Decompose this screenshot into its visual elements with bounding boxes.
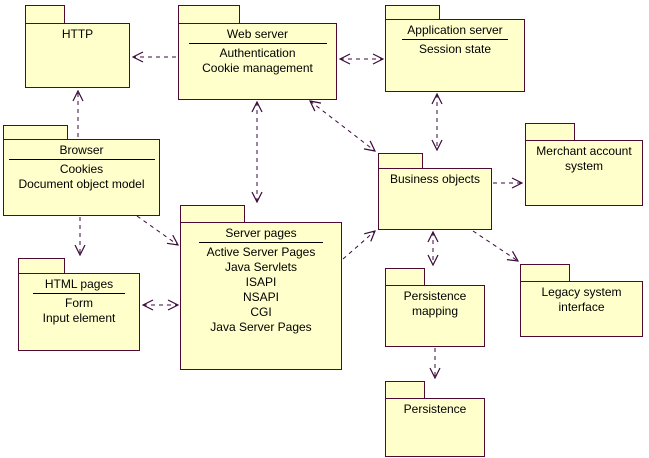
package-web-server-tab xyxy=(178,5,240,23)
package-html-pages-title: HTML pages xyxy=(44,277,114,291)
package-legacy-system-interface[interactable]: Legacy system interface xyxy=(520,264,643,337)
package-server-pages-contents: Active Server Pages Java Servlets ISAPI … xyxy=(181,245,341,335)
package-web-server-contents: Authentication Cookie management xyxy=(179,46,336,76)
package-item: Java Server Pages xyxy=(210,320,312,334)
package-item: Java Servlets xyxy=(224,260,298,274)
package-browser-tab xyxy=(3,125,68,139)
package-persistence-title: Persistence xyxy=(403,402,467,416)
package-merchant-account-system[interactable]: Merchant account system xyxy=(525,123,643,206)
name-separator xyxy=(402,39,508,40)
name-separator xyxy=(199,242,323,243)
package-server-pages[interactable]: Server pages Active Server Pages Java Se… xyxy=(180,205,342,370)
package-http-tab xyxy=(25,5,65,23)
package-legacy-system-interface-tab xyxy=(520,264,570,281)
package-application-server-title: Application server xyxy=(407,23,503,37)
package-html-pages[interactable]: HTML pages Form Input element xyxy=(18,258,140,351)
package-persistence-tab xyxy=(385,381,425,398)
package-server-pages-title: Server pages xyxy=(225,226,297,240)
package-item: NSAPI xyxy=(242,290,279,304)
package-item: CGI xyxy=(250,305,272,319)
name-separator xyxy=(8,159,155,160)
package-merchant-account-system-title: Merchant account system xyxy=(536,144,632,173)
dependency-serverpages-to-businessobjects[interactable] xyxy=(342,231,375,260)
package-application-server-contents: Session state xyxy=(386,42,524,57)
package-persistence[interactable]: Persistence xyxy=(385,381,485,457)
package-item: Session state xyxy=(418,42,492,56)
package-business-objects-title: Business objects xyxy=(389,172,481,186)
package-merchant-account-system-tab xyxy=(525,123,575,140)
package-application-server-tab xyxy=(385,5,440,19)
dependency-webserver-businessobjects[interactable] xyxy=(310,101,375,151)
package-item: Cookie management xyxy=(202,61,313,75)
package-business-objects-tab xyxy=(378,153,423,168)
package-item: Active Server Pages xyxy=(206,245,316,259)
dependency-businessobjects-to-legacy[interactable] xyxy=(472,230,518,261)
package-item: Authentication xyxy=(219,46,296,60)
package-html-pages-tab xyxy=(18,258,65,273)
package-item: Cookies xyxy=(59,162,104,176)
package-server-pages-tab xyxy=(180,205,245,222)
package-application-server[interactable]: Application server Session state xyxy=(385,5,525,92)
package-persistence-mapping-title: Persistence mapping xyxy=(403,289,467,318)
package-browser[interactable]: Browser Cookies Document object model xyxy=(3,125,160,216)
package-http-title: HTTP xyxy=(61,27,94,41)
package-item: Input element xyxy=(42,311,116,325)
package-persistence-mapping-tab xyxy=(385,268,425,285)
name-separator xyxy=(33,293,125,294)
package-browser-title: Browser xyxy=(59,143,104,157)
package-item: Form xyxy=(65,296,93,310)
package-browser-contents: Cookies Document object model xyxy=(4,162,159,192)
package-item: Document object model xyxy=(18,177,145,191)
package-business-objects[interactable]: Business objects xyxy=(378,153,492,230)
package-web-server-title: Web server xyxy=(226,27,289,41)
package-html-pages-contents: Form Input element xyxy=(19,296,139,326)
name-separator xyxy=(188,43,327,44)
package-item: ISAPI xyxy=(245,275,277,289)
package-http[interactable]: HTTP xyxy=(25,5,130,88)
package-legacy-system-interface-title: Legacy system interface xyxy=(541,285,622,314)
package-persistence-mapping[interactable]: Persistence mapping xyxy=(385,268,485,347)
package-web-server[interactable]: Web server Authentication Cookie managem… xyxy=(178,5,337,100)
dependency-browser-to-serverpages[interactable] xyxy=(136,215,178,245)
